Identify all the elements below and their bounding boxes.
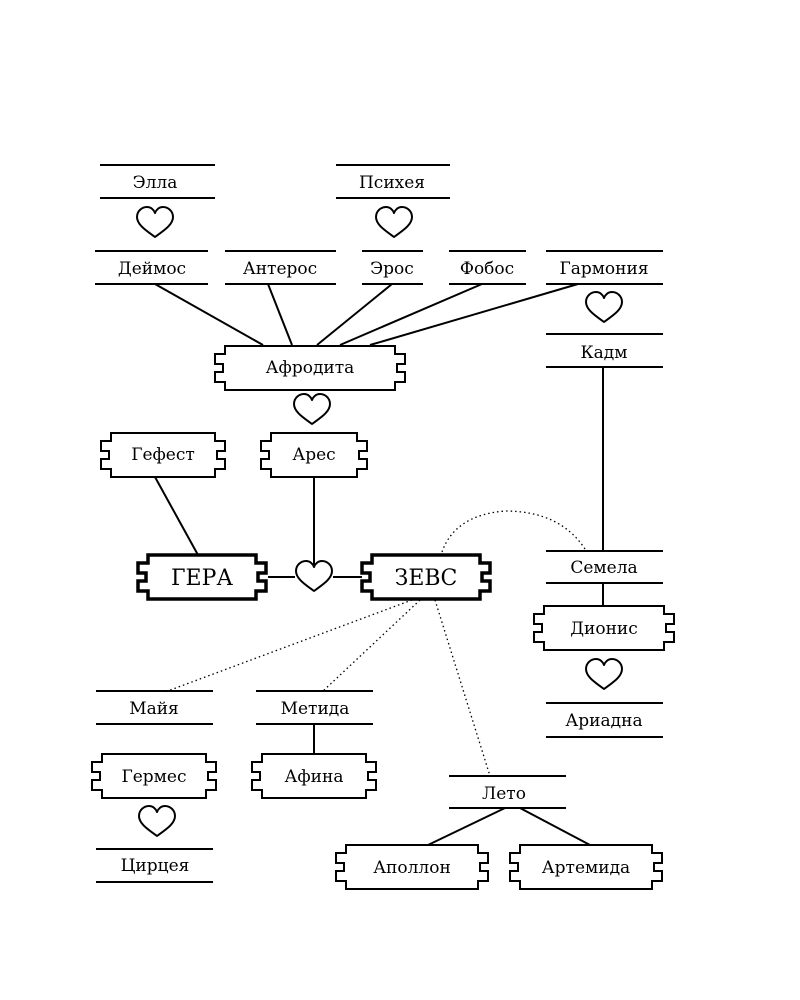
- node-label-circe: Цирцея: [121, 856, 190, 876]
- node-anteros: Антерос: [225, 250, 336, 285]
- node-label-ariadne: Ариадна: [565, 711, 642, 731]
- node-circe: Цирцея: [96, 848, 213, 883]
- heart-icon: [585, 291, 623, 323]
- node-hephaestus: Гефест: [100, 432, 226, 478]
- cartouche-frame: [251, 753, 377, 799]
- node-psyche: Психея: [336, 164, 450, 199]
- heart-icon: [138, 805, 176, 837]
- node-eros: Эрос: [362, 250, 423, 285]
- node-dionysus: Дионис: [533, 605, 675, 651]
- edge-leto-apollo: [427, 807, 506, 846]
- node-label-eros: Эрос: [370, 259, 414, 279]
- cartouche-frame: [136, 553, 268, 601]
- dotted-zeus-maia: [164, 599, 413, 693]
- node-label-dionysus: Дионис: [570, 619, 638, 639]
- node-label-phobos: Фобос: [460, 259, 514, 279]
- heart-icon: [293, 393, 331, 425]
- node-label-apollo: Аполлон: [373, 858, 451, 878]
- node-hera: ГЕРА: [136, 553, 268, 601]
- edge-deimos-aphrodite: [154, 283, 264, 346]
- heart-icon: [136, 206, 174, 238]
- cartouche-frame: [335, 844, 489, 890]
- node-harmonia: Гармония: [546, 250, 663, 285]
- edge-hephaestus-hera: [154, 476, 199, 556]
- node-leto: Лето: [449, 775, 566, 809]
- node-aphrodite: Афродита: [214, 345, 406, 391]
- node-label-psyche: Психея: [359, 173, 425, 193]
- heart-icon: [295, 560, 333, 592]
- node-label-anteros: Антерос: [243, 259, 317, 279]
- node-label-deimos: Деймос: [118, 259, 186, 279]
- node-label-metis: Метида: [281, 699, 350, 719]
- node-zeus: ЗЕВС: [360, 553, 492, 601]
- node-label-aphrodite: Афродита: [266, 358, 355, 378]
- node-label-ares: Арес: [292, 445, 335, 465]
- cartouche-frame: [509, 844, 663, 890]
- node-label-hera: ГЕРА: [171, 566, 233, 591]
- node-hermes: Гермес: [91, 753, 217, 799]
- node-label-semele: Семела: [570, 558, 637, 578]
- connections: [154, 283, 604, 846]
- node-label-kadmos: Кадм: [581, 343, 628, 363]
- hearts: [136, 206, 623, 837]
- cartouche-frame: [214, 345, 406, 391]
- node-label-zeus: ЗЕВС: [395, 566, 458, 591]
- node-maia: Майя: [96, 690, 213, 725]
- node-label-harmonia: Гармония: [559, 259, 648, 279]
- edge-leto-artemis: [519, 807, 591, 846]
- node-label-hermes: Гермес: [121, 767, 186, 787]
- heart-icon: [585, 658, 623, 690]
- node-kadmos: Кадм: [546, 333, 663, 368]
- cartouche-frame: [360, 553, 492, 601]
- node-semele: Семела: [546, 550, 663, 584]
- node-label-hephaestus: Гефест: [131, 445, 195, 465]
- edge-eros-aphrodite: [316, 283, 393, 346]
- node-athena: Афина: [251, 753, 377, 799]
- heart-icon: [375, 206, 413, 238]
- cartouche-frame: [91, 753, 217, 799]
- cartouche-frame: [533, 605, 675, 651]
- edge-anteros-aphrodite: [267, 283, 293, 346]
- node-deimos: Деймос: [95, 250, 208, 285]
- node-label-artemis: Артемида: [542, 858, 630, 878]
- cartouche-frame: [260, 432, 368, 478]
- cartouche-frame: [100, 432, 226, 478]
- node-phobos: Фобос: [449, 250, 526, 285]
- node-apollo: Аполлон: [335, 844, 489, 890]
- node-ariadne: Ариадна: [546, 702, 663, 738]
- node-label-ella: Элла: [133, 173, 178, 193]
- node-label-athena: Афина: [285, 767, 344, 787]
- node-label-maia: Майя: [129, 699, 179, 719]
- edge-harmonia-aphrodite: [369, 283, 579, 346]
- node-metis: Метида: [256, 690, 373, 725]
- edge-phobos-aphrodite: [339, 283, 483, 346]
- node-label-leto: Лето: [482, 784, 526, 804]
- dotted-zeus-leto: [434, 599, 491, 777]
- node-ares: Арес: [260, 432, 368, 478]
- dotted-zeus-semele: [441, 510, 586, 553]
- node-ella: Элла: [100, 164, 215, 199]
- dotted-zeus-metis: [321, 599, 421, 693]
- node-artemis: Артемида: [509, 844, 663, 890]
